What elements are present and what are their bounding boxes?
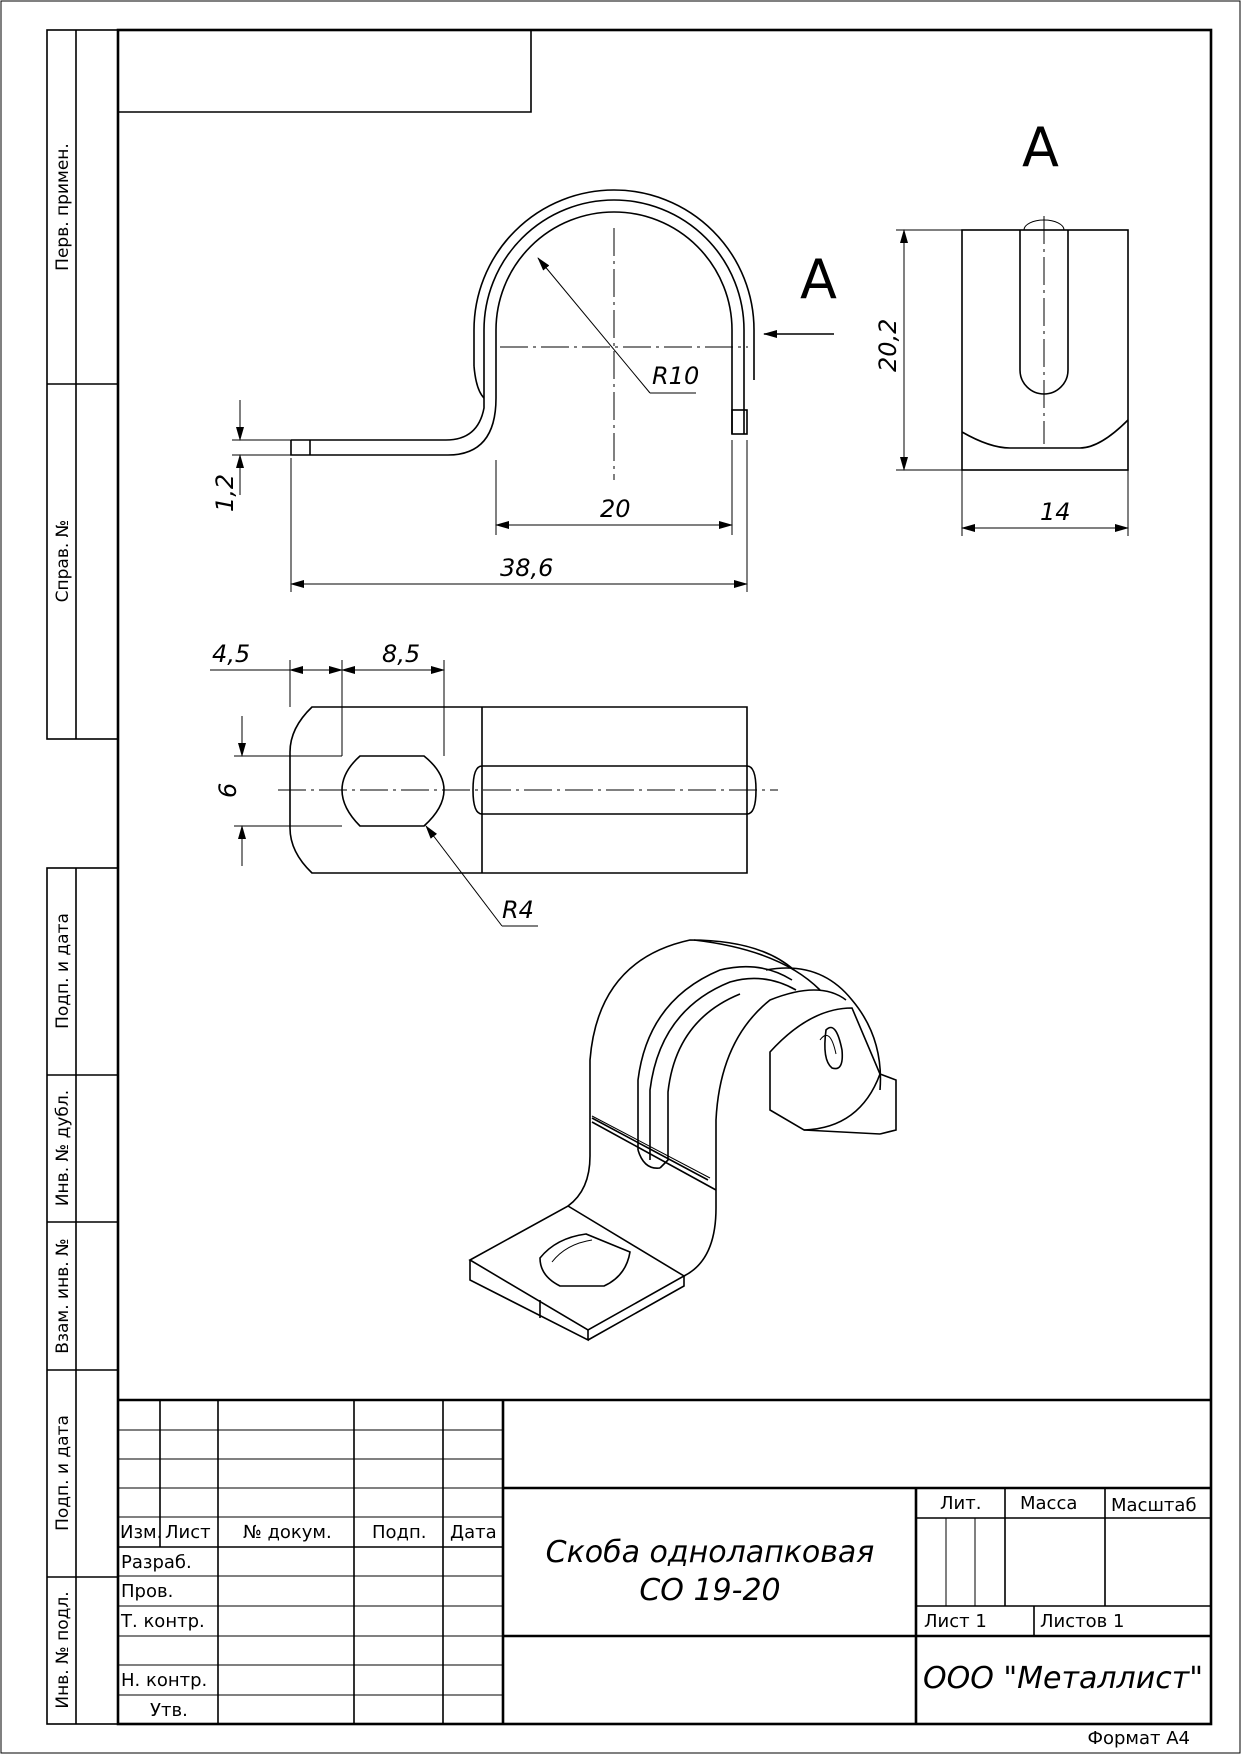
top-view: [278, 706, 778, 874]
dim-height-label: 20,2: [874, 319, 902, 372]
dim-inner-width: 20: [495, 440, 733, 535]
dim-thickness-label: 1,2: [211, 474, 239, 512]
dim-height: 20,2: [874, 229, 962, 471]
dim-width-label: 14: [1040, 498, 1071, 526]
view-arrow-a: A: [763, 248, 837, 338]
col-podp: Подп.: [372, 1522, 426, 1543]
drawing-title: Скоба однолапковая: [546, 1535, 875, 1570]
dim-slot-offsets: 4,5 8,5: [210, 640, 445, 756]
label-mass: Масса: [1020, 1493, 1077, 1514]
col-data: Дата: [450, 1522, 497, 1543]
drawing-code: СО 19-20: [639, 1573, 780, 1608]
isometric-view: [468, 939, 897, 1342]
role-utv: Утв.: [150, 1700, 188, 1721]
role-razrab: Разраб.: [121, 1552, 192, 1573]
dim-slot-width-label: 6: [214, 783, 242, 798]
stamp-inv-dubl: Инв. № дубл.: [53, 1090, 73, 1206]
label-sheets: Листов 1: [1040, 1611, 1124, 1632]
col-dokum: № докум.: [243, 1522, 332, 1543]
format-label: Формат А4: [1087, 1728, 1190, 1749]
view-a-title: A: [1022, 116, 1059, 179]
dim-slot-width: 6: [214, 716, 342, 866]
col-list: Лист: [165, 1522, 211, 1543]
company-name: ООО "Металлист": [923, 1661, 1203, 1696]
dim-offset-label: 4,5: [212, 640, 250, 668]
role-n-kontr: Н. контр.: [121, 1670, 207, 1691]
dim-total-length: 38,6: [290, 440, 748, 592]
role-t-kontr: Т. контр.: [120, 1611, 205, 1632]
stamp-inv-podl: Инв. № подл.: [53, 1591, 73, 1708]
stamp-podp-data-1: Подп. и дата: [53, 913, 73, 1029]
label-sheet: Лист 1: [924, 1611, 987, 1632]
left-lower-stamps: [46, 867, 119, 1725]
dim-width: 14: [961, 470, 1129, 536]
view-a: [961, 216, 1129, 471]
drawing-frame: [116, 28, 1213, 1726]
top-stamp-box: [118, 30, 532, 113]
left-upper-stamps: [46, 29, 119, 740]
dim-r4-label: R4: [502, 896, 534, 924]
dim-inner-width-label: 20: [600, 495, 631, 523]
stamp-perv-primen: Перв. примен.: [53, 143, 73, 271]
front-view: [290, 189, 755, 480]
dim-r10-label: R10: [652, 362, 699, 390]
stamp-vzam-inv: Взам. инв. №: [53, 1238, 73, 1353]
stamp-sprav: Справ. №: [53, 520, 73, 603]
dim-total-length-label: 38,6: [500, 554, 553, 582]
dim-thickness: 1,2: [211, 400, 291, 512]
dim-r10: R10: [537, 257, 699, 394]
stamp-podp-data-2: Подп. и дата: [53, 1415, 73, 1531]
dim-slot-length-label: 8,5: [382, 640, 420, 668]
dim-r4: R4: [425, 825, 538, 927]
col-izm: Изм.: [120, 1522, 162, 1543]
title-block: [118, 1398, 1211, 1724]
label-scale: Масштаб: [1111, 1495, 1197, 1516]
role-prov: Пров.: [121, 1581, 173, 1602]
view-arrow-a-label: A: [800, 248, 837, 311]
label-lit: Лит.: [940, 1493, 981, 1514]
